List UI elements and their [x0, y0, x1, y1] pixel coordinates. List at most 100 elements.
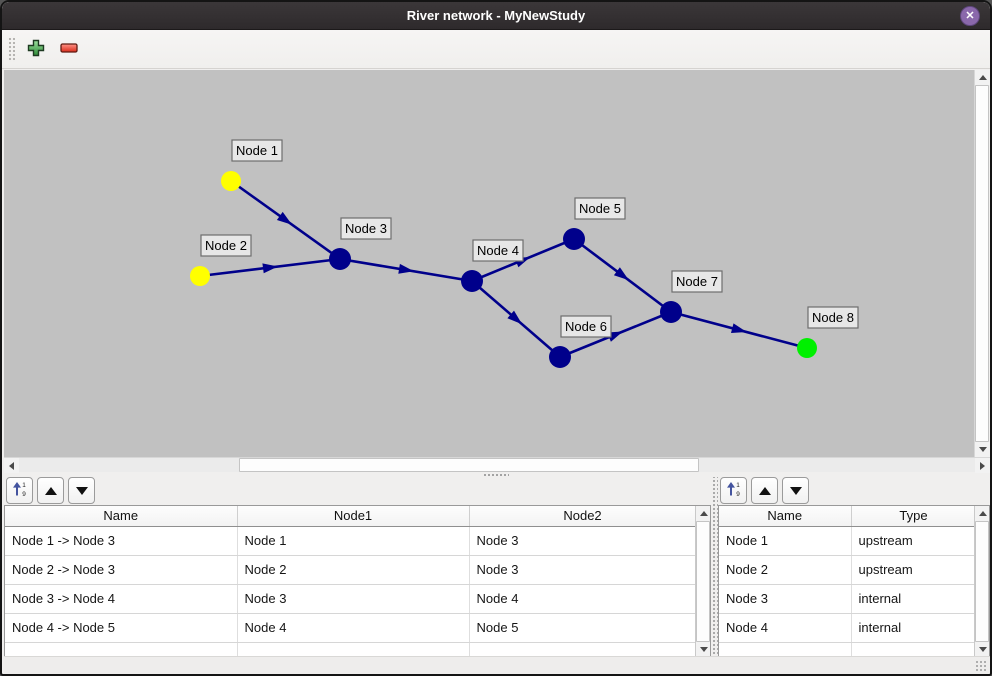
node-label-box[interactable]: [340, 217, 392, 240]
network-node[interactable]: [329, 248, 351, 270]
reaches-vscrollbar[interactable]: [695, 506, 710, 657]
nodes-vscroll-thumb[interactable]: [975, 521, 989, 642]
down-triangle-icon: [789, 486, 802, 495]
move-up-button[interactable]: [37, 477, 64, 504]
table-cell[interactable]: Node 4: [469, 584, 695, 614]
table-cell[interactable]: Node 2: [719, 555, 852, 585]
table-cell[interactable]: internal: [851, 613, 974, 643]
tables-splitter[interactable]: [711, 477, 718, 658]
table-cell[interactable]: Node 3: [469, 526, 695, 556]
move-up-button[interactable]: [751, 477, 778, 504]
table-cell[interactable]: [5, 642, 238, 657]
resize-grip-icon[interactable]: [975, 660, 986, 671]
network-node[interactable]: [549, 346, 571, 368]
canvas-vscroll-track[interactable]: [975, 85, 989, 442]
node-label: Node 2: [205, 238, 247, 253]
scroll-down-button[interactable]: [975, 442, 990, 457]
table-cell[interactable]: Node 1 -> Node 3: [5, 526, 238, 556]
add-element-button[interactable]: [23, 36, 49, 62]
table-cell[interactable]: Node 5: [469, 613, 695, 643]
column-header-name[interactable]: Name: [719, 506, 852, 527]
node-label-box[interactable]: [560, 315, 612, 338]
table-cell[interactable]: Node 2 -> Node 3: [5, 555, 238, 585]
sort-button[interactable]: 1 9: [720, 477, 747, 504]
column-header-type[interactable]: Type: [851, 506, 974, 527]
table-cell[interactable]: Node 3: [469, 555, 695, 585]
node-label: Node 3: [345, 221, 387, 236]
svg-text:1: 1: [736, 482, 740, 489]
table-cell[interactable]: Node 4: [237, 613, 470, 643]
node-label-box[interactable]: [807, 306, 859, 329]
reaches-vscroll-track[interactable]: [696, 521, 710, 642]
canvas-vscrollbar[interactable]: [974, 70, 990, 457]
scroll-up-button[interactable]: [975, 70, 990, 85]
table-row[interactable]: [719, 642, 974, 657]
table-cell[interactable]: upstream: [851, 526, 974, 556]
table-cell[interactable]: Node 4 -> Node 5: [5, 613, 238, 643]
canvas-hscrollbar[interactable]: [4, 457, 990, 473]
column-header-name[interactable]: Name: [5, 506, 238, 527]
svg-text:9: 9: [22, 491, 26, 497]
node-label-box[interactable]: [231, 139, 283, 162]
table-cell[interactable]: [469, 642, 695, 657]
table-row[interactable]: [5, 642, 695, 657]
sort-button[interactable]: 1 9: [6, 477, 33, 504]
network-node[interactable]: [660, 301, 682, 323]
move-down-button[interactable]: [782, 477, 809, 504]
table-cell[interactable]: Node 3 -> Node 4: [5, 584, 238, 614]
titlebar[interactable]: River network - MyNewStudy ✕: [2, 2, 990, 30]
table-cell[interactable]: Node 1: [719, 526, 852, 556]
network-node[interactable]: [797, 338, 817, 358]
scroll-right-button[interactable]: [975, 458, 990, 473]
table-cell[interactable]: [851, 642, 974, 657]
table-cell[interactable]: [237, 642, 470, 657]
network-node[interactable]: [190, 266, 210, 286]
close-button[interactable]: ✕: [960, 6, 980, 26]
network-node[interactable]: [461, 270, 483, 292]
canvas-vscroll-thumb[interactable]: [975, 85, 989, 442]
scroll-down-button[interactable]: [696, 642, 710, 657]
nodes-vscroll-track[interactable]: [975, 521, 989, 642]
table-cell[interactable]: [719, 642, 852, 657]
scroll-up-button[interactable]: [975, 506, 989, 521]
horizontal-splitter[interactable]: [2, 472, 990, 477]
scroll-up-button[interactable]: [696, 506, 710, 521]
remove-element-button[interactable]: [56, 36, 82, 62]
table-cell[interactable]: Node 2: [237, 555, 470, 585]
column-header-node1[interactable]: Node1: [237, 506, 470, 527]
network-node[interactable]: [221, 171, 241, 191]
table-cell[interactable]: Node 1: [237, 526, 470, 556]
table-cell[interactable]: upstream: [851, 555, 974, 585]
canvas-hscroll-track[interactable]: [19, 458, 975, 472]
canvas-hscroll-thumb[interactable]: [239, 458, 699, 472]
column-header-node2[interactable]: Node2: [469, 506, 695, 527]
node-label-box[interactable]: [671, 270, 723, 293]
scroll-left-button[interactable]: [4, 458, 19, 473]
table-cell[interactable]: Node 4: [719, 613, 852, 643]
node-label-box[interactable]: [472, 239, 524, 262]
nodes-toolbar: 1 9: [718, 477, 990, 505]
node-label-box[interactable]: [200, 234, 252, 257]
reaches-vscroll-thumb[interactable]: [696, 521, 710, 642]
table-cell[interactable]: internal: [851, 584, 974, 614]
toolbar-grip[interactable]: [7, 36, 15, 62]
move-down-button[interactable]: [68, 477, 95, 504]
table-cell[interactable]: Node 3: [719, 584, 852, 614]
network-node[interactable]: [563, 228, 585, 250]
nodes-vscrollbar[interactable]: [974, 506, 989, 657]
down-arrow-icon: [978, 647, 987, 652]
scroll-down-button[interactable]: [975, 642, 989, 657]
table-cell[interactable]: Node 3: [237, 584, 470, 614]
node-label-box[interactable]: [574, 197, 626, 220]
